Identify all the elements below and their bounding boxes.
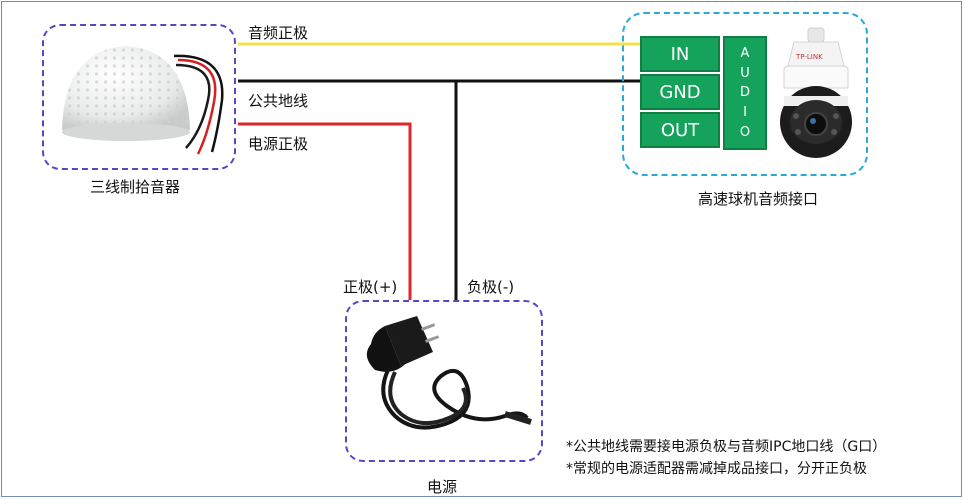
power-positive-wire bbox=[238, 122, 412, 300]
microphone-image bbox=[62, 46, 224, 155]
audio-letter: I bbox=[743, 105, 747, 121]
camera-interface-box bbox=[622, 12, 868, 176]
common-ground-label: 公共地线 bbox=[248, 92, 309, 110]
note-line: *常规的电源适配器需减掉成品接口，分开正负极 bbox=[566, 461, 867, 477]
power-positive-label: 电源正极 bbox=[248, 135, 309, 153]
audio-letter: O bbox=[739, 124, 751, 140]
terminal-gnd: GND bbox=[640, 74, 720, 110]
audio-letter: A bbox=[740, 46, 750, 62]
microphone-box bbox=[42, 24, 236, 170]
microphone-caption: 三线制拾音器 bbox=[90, 178, 181, 196]
power-adapter-image bbox=[366, 316, 532, 430]
terminal-out: OUT bbox=[640, 112, 720, 148]
audio-positive-label: 音频正极 bbox=[248, 24, 309, 42]
power-caption: 电源 bbox=[427, 478, 458, 496]
terminal-in: IN bbox=[640, 36, 720, 72]
power-negative-terminal-label: 负极(-) bbox=[467, 278, 515, 296]
camera-brand-text: TP-LINK bbox=[795, 53, 823, 61]
audio-label-column: A U D I O bbox=[723, 36, 767, 150]
notes: *公共地线需要接电源负极与音频IPC地口线（G口） *常规的电源适配器需减掉成品… bbox=[566, 436, 886, 480]
audio-letter: D bbox=[739, 85, 750, 101]
speed-dome-camera-image: TP-LINK bbox=[780, 27, 852, 158]
power-positive-terminal-label: 正极(+) bbox=[343, 278, 398, 296]
note-line: *公共地线需要接电源负极与音频IPC地口线（G口） bbox=[566, 439, 887, 455]
audio-letter: U bbox=[740, 65, 750, 81]
camera-caption: 高速球机音频接口 bbox=[698, 190, 819, 208]
power-adapter-box bbox=[345, 300, 543, 462]
